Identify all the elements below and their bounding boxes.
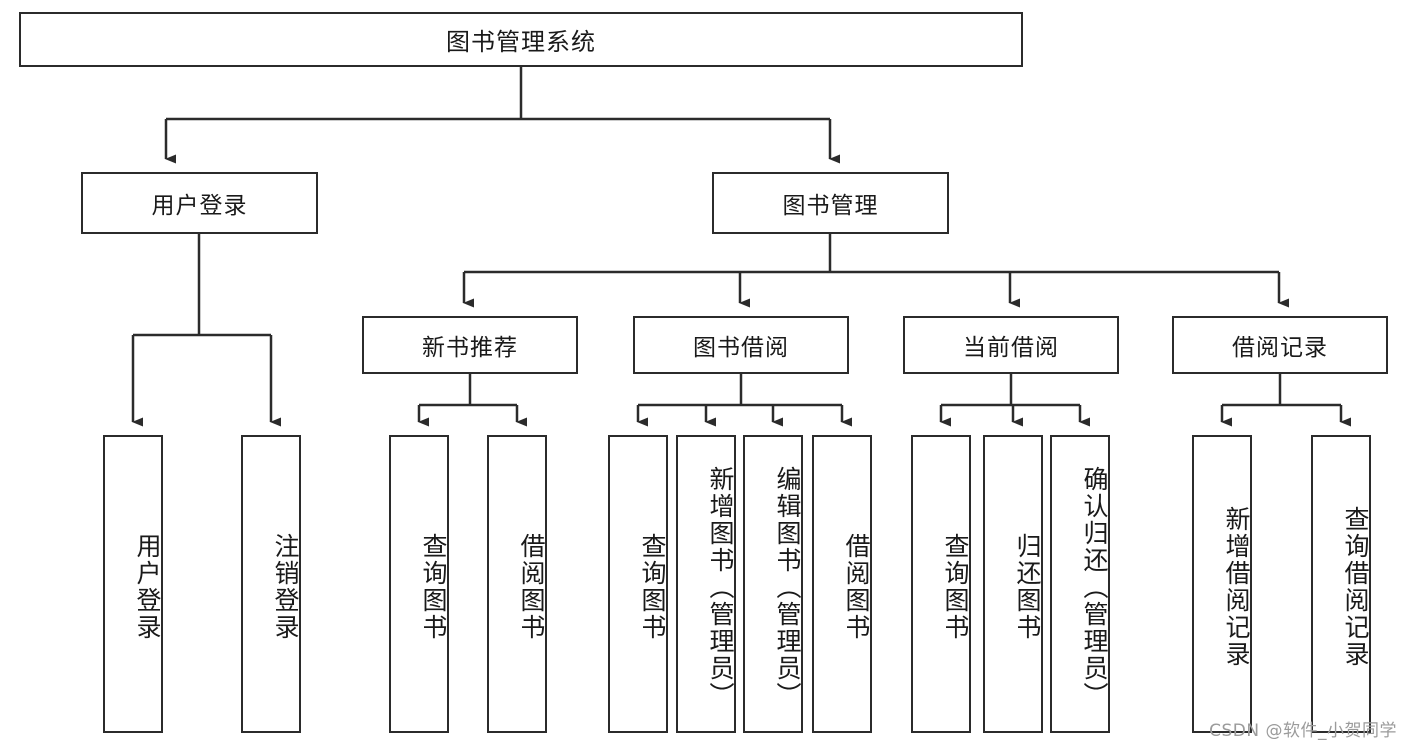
- node-label: 新增图书（管理员）: [706, 465, 735, 709]
- node-label: 查询借阅记录: [1341, 506, 1370, 668]
- node-label: 查询图书: [941, 533, 970, 641]
- level3-node-book-borrow[interactable]: 图书借阅: [633, 316, 849, 374]
- leaf-node-leaf-confirm-return-admin[interactable]: 确认归还（管理员）: [1050, 435, 1110, 733]
- leaf-node-leaf-return-book[interactable]: 归还图书: [983, 435, 1043, 733]
- level2-node-book-management[interactable]: 图书管理: [712, 172, 949, 234]
- node-label: 图书管理: [782, 193, 879, 219]
- leaf-node-leaf-borrow-book[interactable]: 借阅图书: [812, 435, 872, 733]
- edge-paths: [131, 67, 1351, 427]
- leaf-node-leaf-borrow-book-recommend[interactable]: 借阅图书: [487, 435, 547, 733]
- leaf-node-leaf-edit-book-admin[interactable]: 编辑图书（管理员）: [743, 435, 803, 733]
- node-label: 用户登录: [151, 193, 248, 219]
- node-label: 新书推荐: [422, 335, 518, 361]
- level2-node-user-login[interactable]: 用户登录: [81, 172, 318, 234]
- level3-node-borrow-records[interactable]: 借阅记录: [1172, 316, 1388, 374]
- leaf-node-leaf-query-book-current[interactable]: 查询图书: [911, 435, 971, 733]
- leaf-node-leaf-add-borrow-record[interactable]: 新增借阅记录: [1192, 435, 1252, 733]
- level3-node-current-borrow[interactable]: 当前借阅: [903, 316, 1119, 374]
- node-label: 注销登录: [271, 533, 300, 641]
- node-label: 图书管理系统: [446, 28, 596, 56]
- node-label: 归还图书: [1013, 533, 1042, 641]
- node-label: 查询图书: [638, 533, 667, 641]
- leaf-node-leaf-query-borrow-record[interactable]: 查询借阅记录: [1311, 435, 1371, 733]
- root-node-root[interactable]: 图书管理系统: [19, 12, 1023, 67]
- node-label: 查询图书: [419, 533, 448, 641]
- node-label: 图书借阅: [693, 335, 789, 361]
- leaf-node-leaf-query-book-borrow[interactable]: 查询图书: [608, 435, 668, 733]
- leaf-node-leaf-query-book-recommend[interactable]: 查询图书: [389, 435, 449, 733]
- node-label: 确认归还（管理员）: [1080, 465, 1109, 709]
- leaf-node-leaf-add-book-admin[interactable]: 新增图书（管理员）: [676, 435, 736, 733]
- node-label: 用户登录: [133, 533, 162, 641]
- node-label: 借阅图书: [842, 533, 871, 641]
- watermark: CSDN @软件_小贺同学: [1209, 721, 1397, 741]
- node-label: 当前借阅: [963, 335, 1059, 361]
- node-label: 借阅记录: [1232, 335, 1328, 361]
- level3-node-new-book-recommend[interactable]: 新书推荐: [362, 316, 578, 374]
- node-label: 编辑图书（管理员）: [773, 465, 802, 709]
- node-label: 借阅图书: [517, 533, 546, 641]
- leaf-node-leaf-user-login[interactable]: 用户登录: [103, 435, 163, 733]
- leaf-node-leaf-user-logout[interactable]: 注销登录: [241, 435, 301, 733]
- node-label: 新增借阅记录: [1222, 506, 1251, 668]
